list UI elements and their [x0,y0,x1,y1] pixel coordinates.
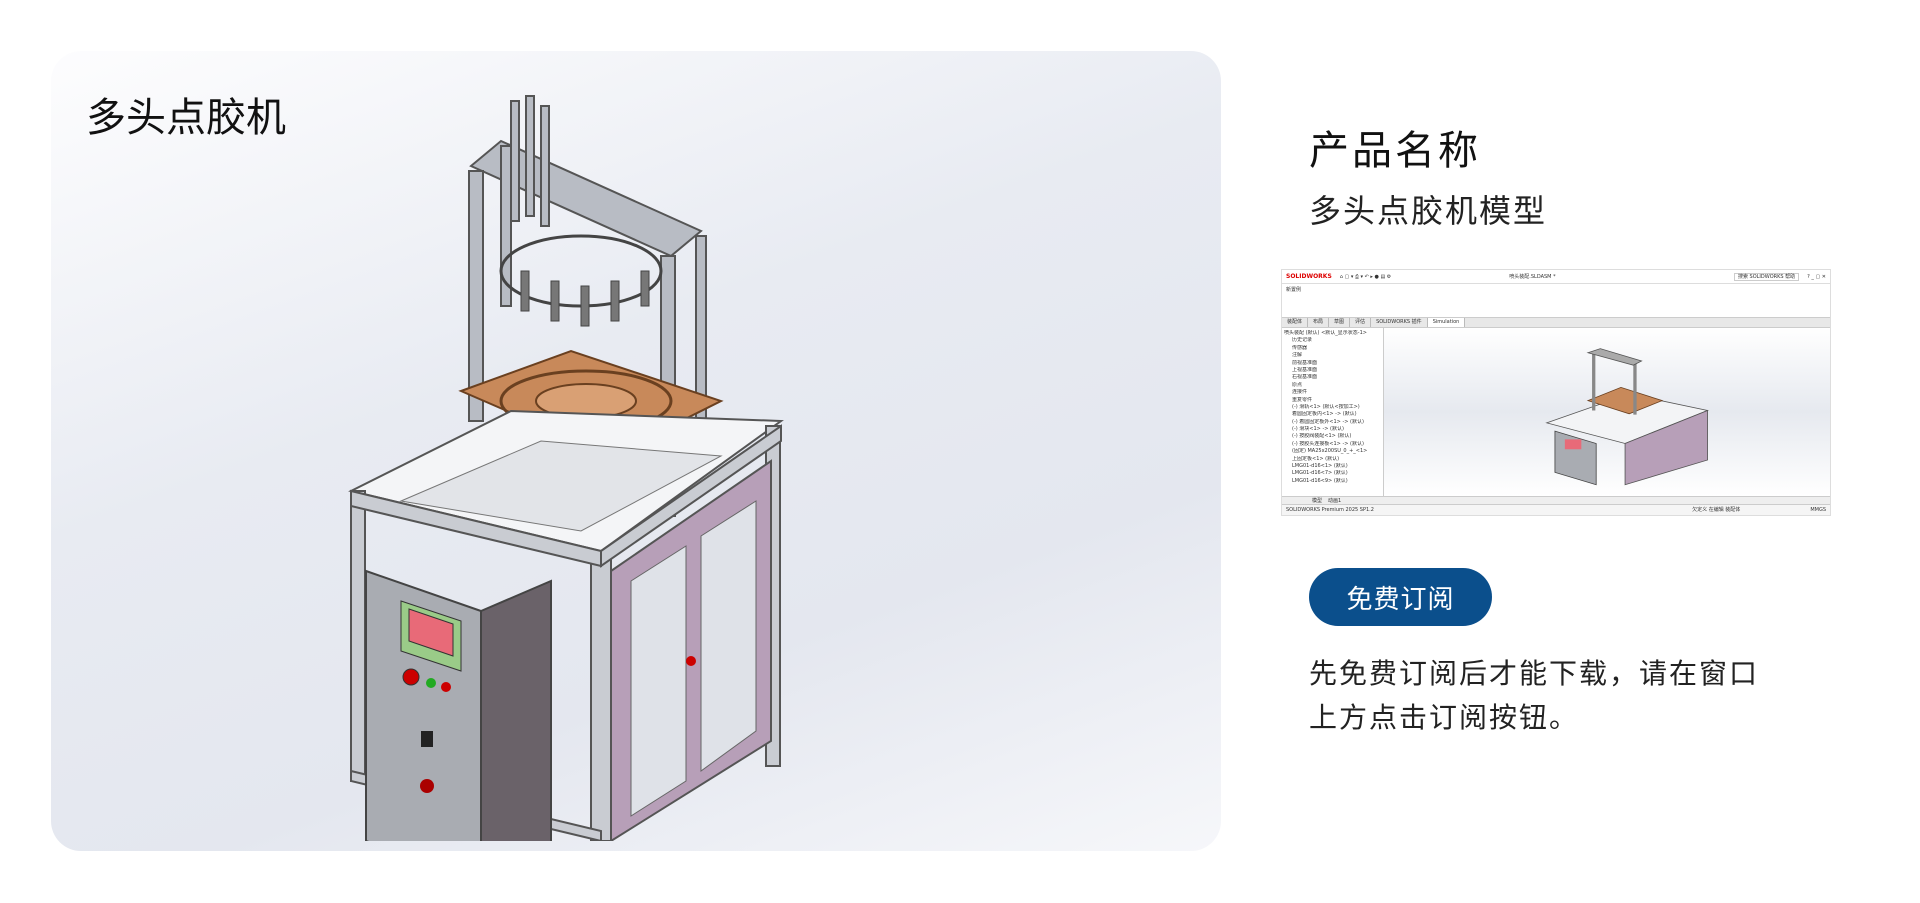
status-version: SOLIDWORKS Premium 2025 SP1.2 [1286,507,1374,513]
tree-item[interactable]: 上固定板<1> (默认) [1292,455,1340,462]
tab[interactable]: Simulation [1427,318,1466,327]
tree-item[interactable]: 着圆固定板内<1> -> (默认) [1292,411,1357,418]
document-title: 喷头装配.SLDASM * [1509,273,1556,280]
tree-item[interactable]: 连接件 [1292,389,1308,396]
solidworks-logo: SOLIDWORKS [1286,272,1332,280]
tree-item[interactable]: 上视基准面 [1292,366,1318,373]
tree-item[interactable]: LMG01-d16<7> (默认) [1292,470,1348,477]
software-screenshot-thumbnail[interactable]: SOLIDWORKS ⌂ ▢ ▾ ⎙ ▾ ↶ ▸ ● ▤ ⚙ 喷头装配.SLDA… [1281,269,1831,516]
tree-item[interactable]: (-) 按胶阀装配<1> (默认) [1292,433,1352,440]
tree-item[interactable]: 历史记录 [1292,337,1313,344]
machine-render-image [348,95,784,841]
tree-item[interactable]: LMG01-d16<9> (默认) [1292,477,1348,484]
3d-viewport[interactable] [1384,328,1830,496]
product-name: 多头点胶机模型 [1309,192,1548,230]
feature-tree[interactable]: 喷头装配 (默认) <默认_显示状态-1>历史记录传感器注解前视基准面上视基准面… [1282,328,1384,496]
help-search[interactable]: 搜索 SOLIDWORKS 帮助 [1733,272,1800,281]
tab[interactable]: 装配体 [1282,318,1309,327]
tree-item[interactable]: (-) 按胶头连接板<1> -> (默认) [1292,440,1364,447]
tree-item[interactable]: 右视基准面 [1292,374,1318,381]
status-state: 欠定义 在编辑 装配体 [1692,507,1741,513]
command-tabs: 装配体 布局 草图 评估 SOLIDWORKS 插件 Simulation [1282,318,1830,328]
tab[interactable]: 布局 [1308,318,1330,327]
tree-item[interactable]: 注解 [1292,352,1303,359]
tree-item[interactable]: 前视基准面 [1292,359,1318,366]
product-heading: 产品名称 [1309,128,1481,174]
ribbon-button[interactable]: 新置例 [1286,287,1302,293]
download-note: 先免费订阅后才能下载，请在窗口上方点击订阅按钮。 [1309,657,1760,734]
tab[interactable]: 草图 [1329,318,1351,327]
card-title: 多头点胶机 [86,95,286,141]
bottom-tab-animation[interactable]: 动画1 [1328,497,1342,504]
window-controls[interactable]: ? _ ▢ ✕ [1807,273,1826,280]
tree-item[interactable]: (-) 滑块<1> -> (默认) [1292,426,1344,433]
product-image-card: 多头点胶机 [51,51,1221,851]
tree-item[interactable]: 重复零件 [1292,396,1313,403]
tree-item[interactable]: 喷头装配 (默认) <默认_显示状态-1> [1284,330,1367,336]
tab[interactable]: SOLIDWORKS 插件 [1371,318,1428,327]
tree-item[interactable]: (-) 着圆固定板外<1> -> (默认) [1292,418,1364,425]
tab[interactable]: 评估 [1350,318,1372,327]
tree-item[interactable]: 传感器 [1292,344,1308,351]
tree-item[interactable]: (-) 滑轨<1> (默认<按加工>) [1292,403,1360,410]
tree-item[interactable]: 原点 [1292,381,1303,388]
tree-item[interactable]: LMG01-d16<1> (默认) [1292,463,1348,470]
toolbar-icons: ⌂ ▢ ▾ ⎙ ▾ ↶ ▸ ● ▤ ⚙ [1339,273,1392,280]
status-bar: SOLIDWORKS Premium 2025 SP1.2 欠定义 在编辑 装配… [1282,504,1830,515]
status-units[interactable]: MMGS [1810,507,1826,513]
bottom-tab-model[interactable]: 模型 [1312,497,1323,504]
tree-item[interactable]: (固定) MA25x200SU_0_+_<1> [1292,448,1368,455]
machine-thumbnail-model [1545,348,1709,486]
subscribe-button[interactable]: 免费订阅 [1309,568,1492,626]
